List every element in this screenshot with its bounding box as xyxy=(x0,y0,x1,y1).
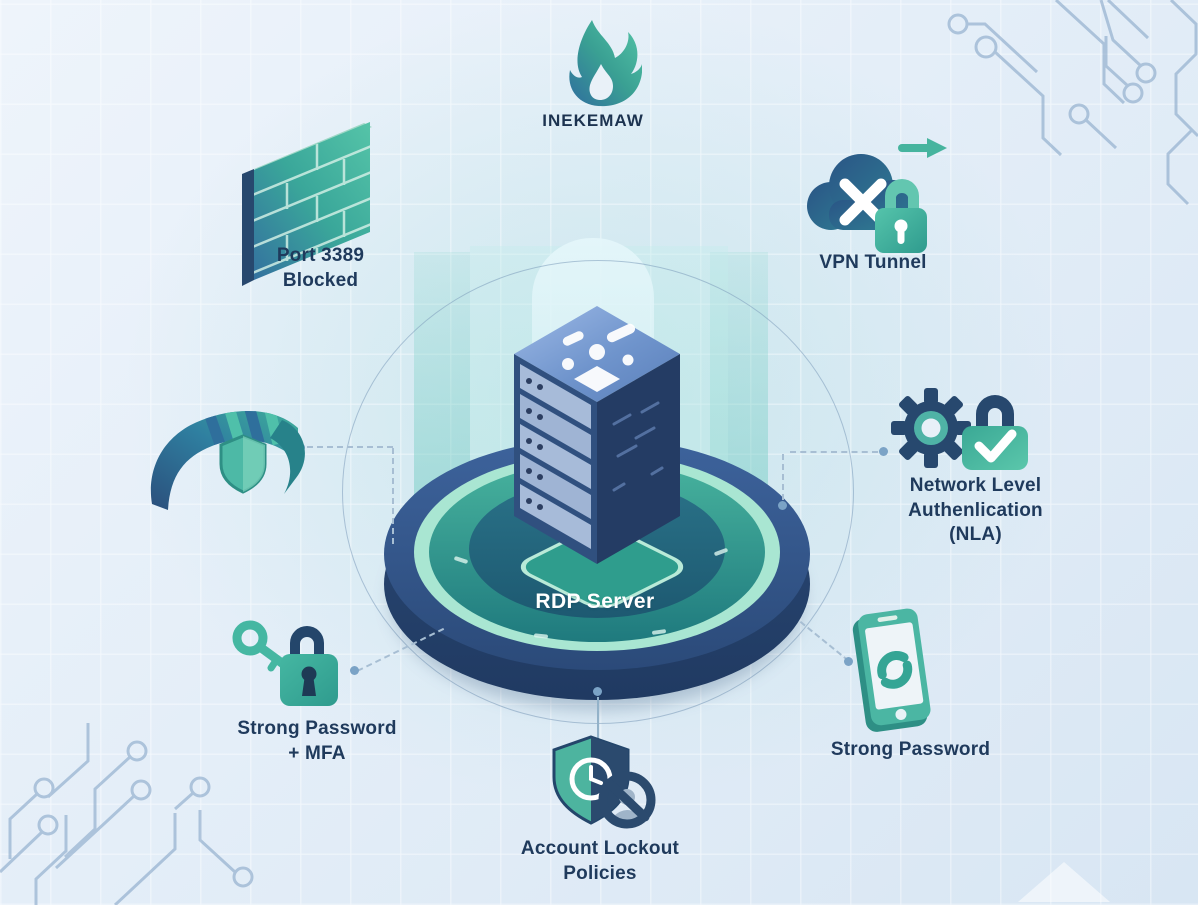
padlock-icon xyxy=(875,179,927,253)
node-label-lockout: Account Lockout Policies xyxy=(520,838,680,884)
connector-right-lower-dot xyxy=(778,501,787,510)
connector-left-vertical xyxy=(392,448,394,544)
swirl-icon xyxy=(877,651,913,689)
gear-lock-check-icon xyxy=(891,388,1028,470)
node-label-mfa: Strong Password + MFA xyxy=(237,718,397,764)
faint-chevron-decoration xyxy=(1018,862,1110,902)
circuit-pattern-top-right-icon xyxy=(947,0,1198,206)
connector-right-vertical xyxy=(782,454,784,500)
x-mark-icon xyxy=(839,178,887,226)
connector-bottom-center-line xyxy=(597,697,599,741)
phone-swirl-icon xyxy=(852,608,931,732)
node-label-password: Strong Password xyxy=(830,739,991,760)
node-label-firewall: Port 3389 Blocked xyxy=(276,245,365,291)
connector-bottom-left-dot xyxy=(350,666,359,675)
connector-bottom-center-dot xyxy=(593,687,602,696)
server-tower-icon xyxy=(514,306,680,564)
ribbon-shield-icon xyxy=(150,410,305,510)
cloud-x-lock-arrow-icon xyxy=(807,138,947,253)
logo-text: INEKEMAW xyxy=(542,111,644,130)
network-hub-icon xyxy=(562,323,636,392)
node-label-nla: Network Level Authenlication (NLA) xyxy=(908,475,1043,546)
connector-right-dot xyxy=(879,447,888,456)
shield-clock-ban-icon xyxy=(552,735,656,829)
ban-user-icon xyxy=(598,771,656,829)
connector-right-horizontal xyxy=(790,451,878,453)
padlock-keyhole-icon xyxy=(280,626,338,706)
shield-badge-icon xyxy=(219,434,267,494)
gear-icon xyxy=(891,388,971,468)
arrow-right-icon xyxy=(898,138,947,158)
connector-left-horizontal xyxy=(307,446,393,448)
center-node-label: RDP Server xyxy=(535,590,655,613)
server-platform xyxy=(384,438,810,710)
flame-icon xyxy=(569,20,642,107)
key-lock-icon xyxy=(232,620,338,706)
firewall-brick-wall-icon xyxy=(242,122,372,286)
node-label-vpn: VPN Tunnel xyxy=(819,252,927,273)
padlock-check-icon xyxy=(962,395,1028,470)
connector-bottom-right-dot xyxy=(844,657,853,666)
circuit-pattern-bottom-left-icon xyxy=(0,723,254,905)
